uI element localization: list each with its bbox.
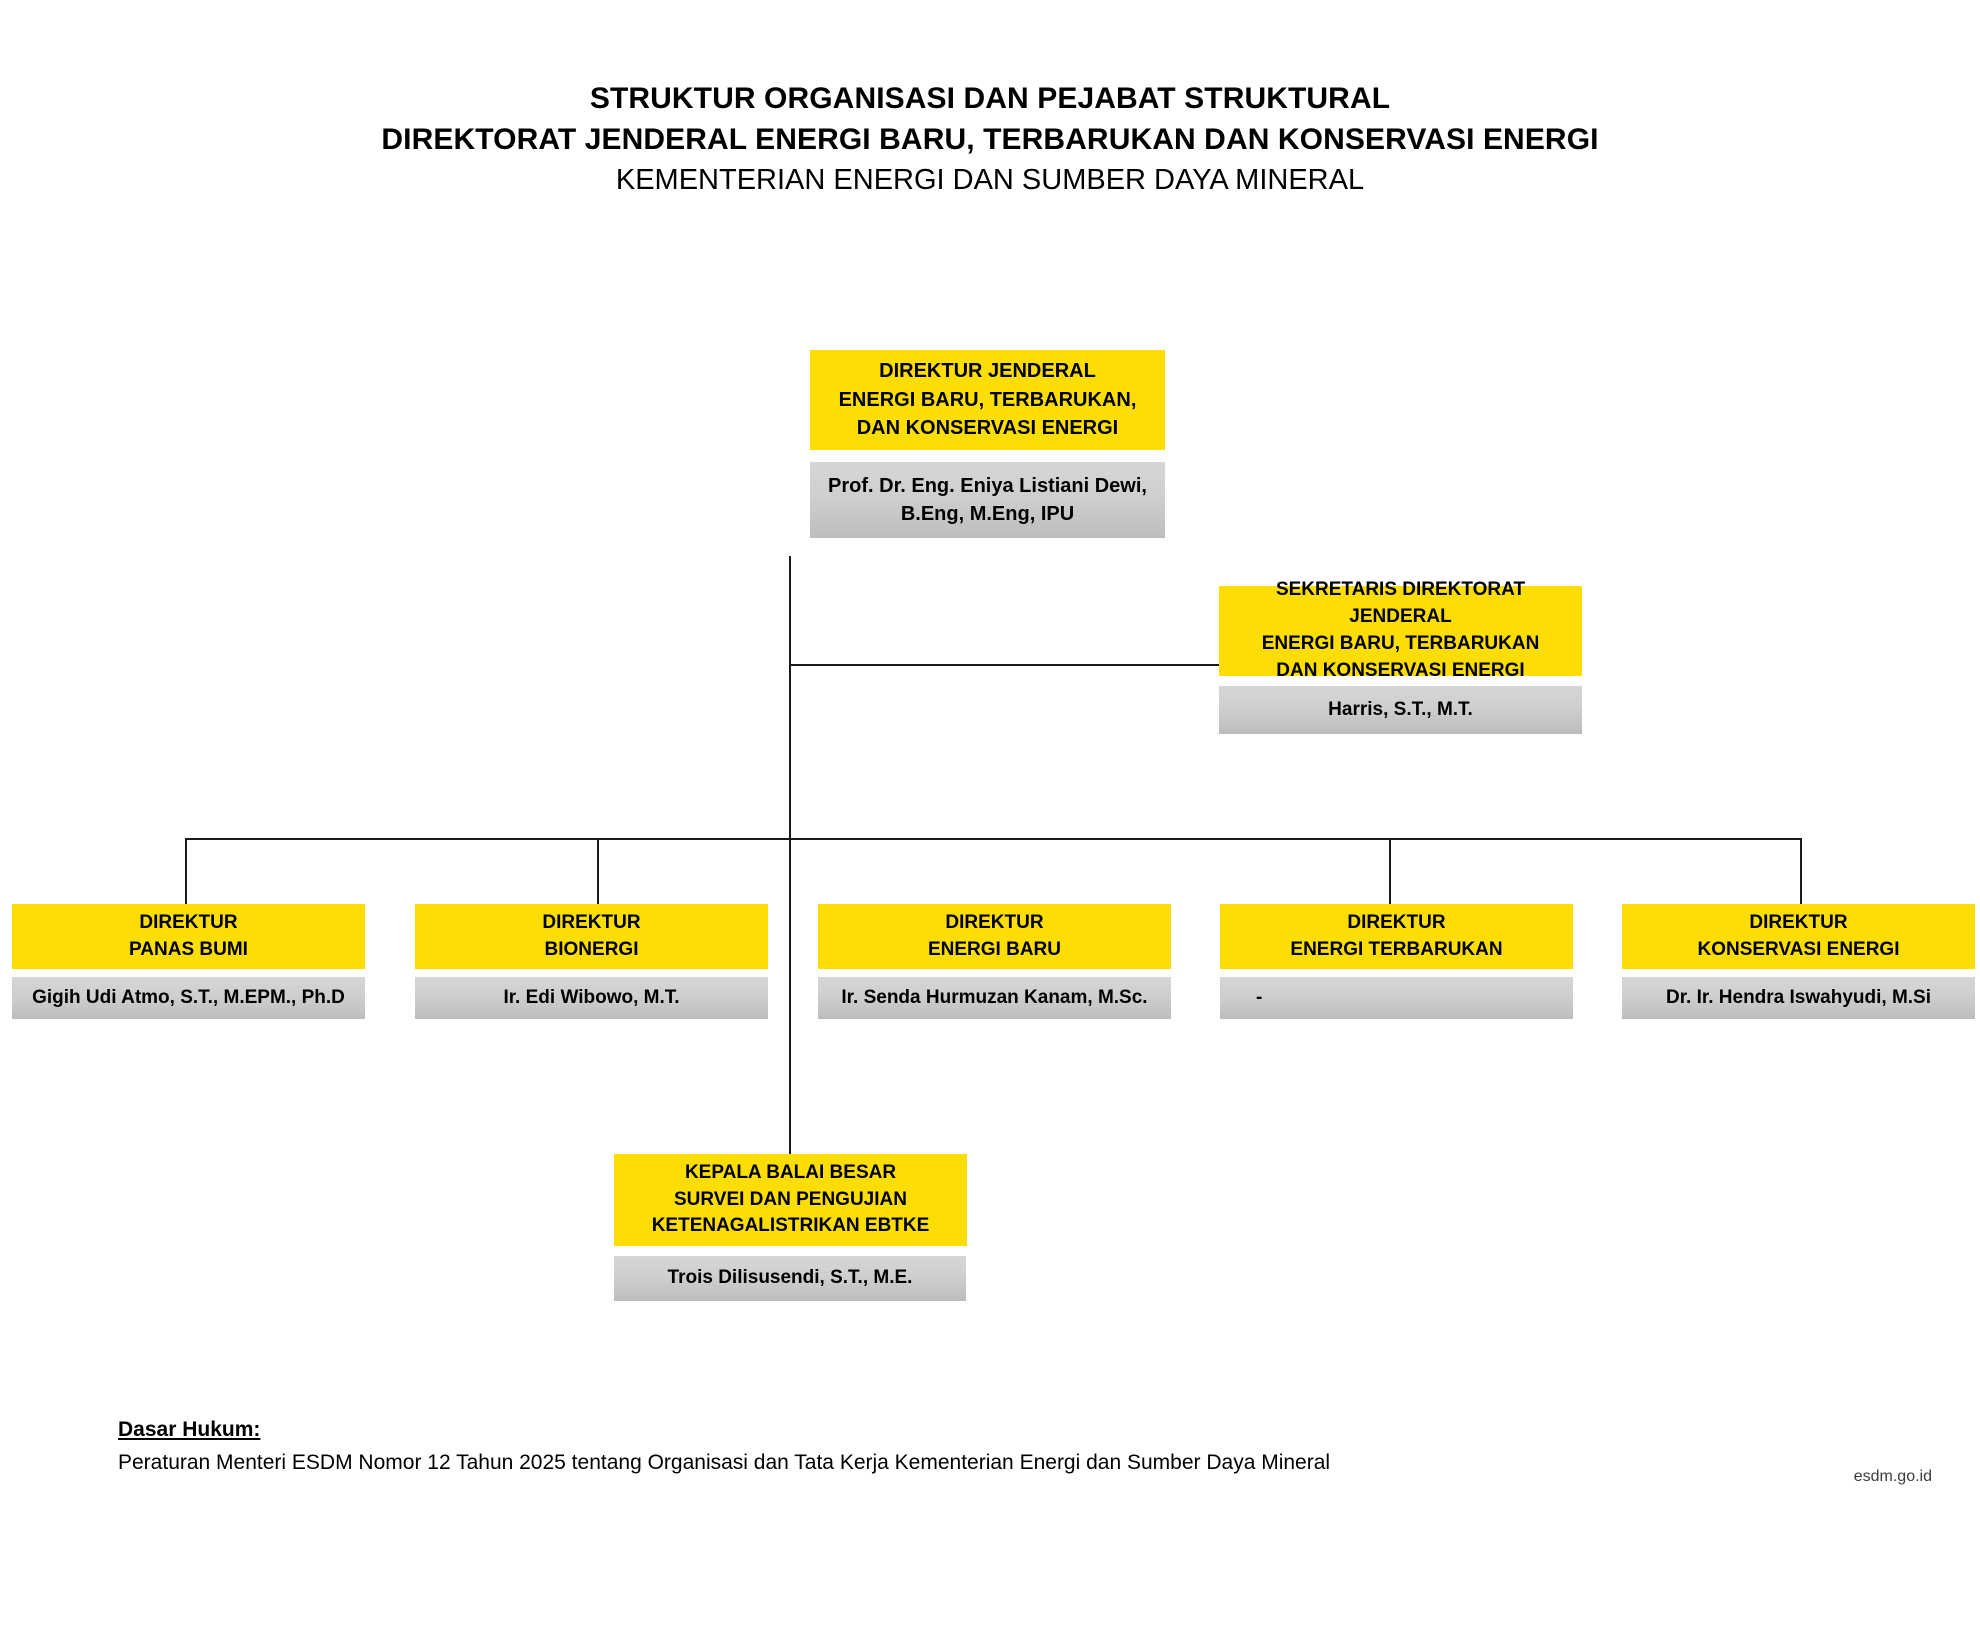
connector-drop-panas-bumi — [185, 838, 187, 904]
secretary-title-line-1: SEKRETARIS DIREKTORAT JENDERAL — [1275, 579, 1526, 628]
technical-unit-title-line-1: KEPALA BALAI BESAR — [684, 1161, 897, 1183]
directorate-panas-bumi-title-line-2: PANAS BUMI — [129, 938, 248, 960]
secretary-name-line-1: Harris, S.T., M.T. — [1328, 698, 1473, 720]
legal-basis-footer: Dasar Hukum: Peraturan Menteri ESDM Nomo… — [118, 1415, 1518, 1479]
connector-secretary-branch — [789, 664, 1219, 666]
directorate-konservasi-energi-title-line-1: DIREKTUR — [1749, 911, 1848, 933]
legal-basis-text: Peraturan Menteri ESDM Nomor 12 Tahun 20… — [118, 1451, 1331, 1474]
watermark: esdm.go.id — [1853, 1468, 1932, 1485]
secretary-title: SEKRETARIS DIREKTORAT JENDERAL ENERGI BA… — [1219, 579, 1582, 681]
directorate-bionergi-title-line-1: DIREKTUR — [542, 911, 641, 933]
directorate-energi-terbarukan-title-line-1: DIREKTUR — [1347, 911, 1446, 933]
page-title: STRUKTUR ORGANISASI DAN PEJABAT STRUKTUR… — [0, 78, 1980, 200]
directorate-energi-terbarukan-name-line-1: - — [1256, 986, 1263, 1008]
directorate-panas-bumi-name-line-1: Gigih Udi Atmo, S.T., M.EPM., Ph.D — [32, 986, 345, 1008]
title-line-3: KEMENTERIAN ENERGI DAN SUMBER DAYA MINER… — [615, 164, 1365, 196]
directorate-energi-baru-title: DIREKTUR ENERGI BARU — [818, 904, 1171, 969]
directorate-energi-terbarukan-title-line-2: ENERGI TERBARUKAN — [1290, 938, 1503, 960]
directorate-energi-baru-title-line-1: DIREKTUR — [945, 911, 1044, 933]
director-general-name: Prof. Dr. Eng. Eniya Listiani Dewi, B.En… — [810, 462, 1165, 538]
director-general-title-line-2: ENERGI BARU, TERBARUKAN, — [838, 388, 1137, 411]
director-general-title-line-3: DAN KONSERVASI ENERGI — [856, 417, 1119, 440]
secretary-name: Harris, S.T., M.T. — [1219, 686, 1582, 734]
node-directorate-bionergi[interactable]: DIREKTUR BIONERGI Ir. Edi Wibowo, M.T. — [415, 904, 768, 1019]
connector-dg-trunk — [789, 556, 791, 838]
directorate-energi-terbarukan-title: DIREKTUR ENERGI TERBARUKAN — [1220, 904, 1573, 969]
connector-technical-unit-trunk — [789, 838, 791, 1154]
node-secretary[interactable]: SEKRETARIS DIREKTORAT JENDERAL ENERGI BA… — [1219, 579, 1582, 734]
node-directorate-energi-baru[interactable]: DIREKTUR ENERGI BARU Ir. Senda Hurmuzan … — [818, 904, 1171, 1019]
directorate-bionergi-title: DIREKTUR BIONERGI — [415, 904, 768, 969]
secretary-title-line-3: DAN KONSERVASI ENERGI — [1276, 659, 1525, 681]
directorate-energi-baru-name: Ir. Senda Hurmuzan Kanam, M.Sc. — [818, 977, 1171, 1019]
director-general-name-line-2: B.Eng, M.Eng, IPU — [900, 503, 1075, 525]
node-directorate-energi-terbarukan[interactable]: DIREKTUR ENERGI TERBARUKAN - — [1220, 904, 1573, 1019]
directorate-panas-bumi-name: Gigih Udi Atmo, S.T., M.EPM., Ph.D — [12, 977, 365, 1019]
directorate-panas-bumi-title: DIREKTUR PANAS BUMI — [12, 904, 365, 969]
title-line-1: STRUKTUR ORGANISASI DAN PEJABAT STRUKTUR… — [589, 82, 1391, 115]
connector-drop-konservasi-energi — [1800, 838, 1802, 904]
directorate-konservasi-energi-title-line-2: KONSERVASI ENERGI — [1697, 938, 1900, 960]
directorate-bionergi-name: Ir. Edi Wibowo, M.T. — [415, 977, 768, 1019]
directorate-konservasi-energi-title: DIREKTUR KONSERVASI ENERGI — [1622, 904, 1975, 969]
technical-unit-title-line-3: KETENAGALISTRIKAN EBTKE — [651, 1215, 930, 1237]
legal-basis-heading: Dasar Hukum: — [118, 1418, 261, 1441]
directorate-bionergi-title-line-2: BIONERGI — [544, 938, 639, 960]
node-directorate-konservasi-energi[interactable]: DIREKTUR KONSERVASI ENERGI Dr. Ir. Hendr… — [1622, 904, 1975, 1019]
connector-main-bus — [185, 838, 1802, 840]
node-directorate-panas-bumi[interactable]: DIREKTUR PANAS BUMI Gigih Udi Atmo, S.T.… — [12, 904, 365, 1019]
connector-drop-energi-terbarukan — [1389, 838, 1391, 904]
directorate-energi-baru-name-line-1: Ir. Senda Hurmuzan Kanam, M.Sc. — [841, 986, 1148, 1008]
technical-unit-title: KEPALA BALAI BESAR SURVEI DAN PENGUJIAN … — [614, 1154, 967, 1246]
connector-drop-bionergi — [597, 838, 599, 904]
directorate-panas-bumi-title-line-1: DIREKTUR — [139, 911, 238, 933]
directorate-energi-baru-title-line-2: ENERGI BARU — [927, 938, 1061, 960]
director-general-name-line-1: Prof. Dr. Eng. Eniya Listiani Dewi, — [828, 474, 1147, 497]
title-line-2: DIREKTORAT JENDERAL ENERGI BARU, TERBARU… — [381, 123, 1599, 156]
directorate-konservasi-energi-name-line-1: Dr. Ir. Hendra Iswahyudi, M.Si — [1665, 986, 1932, 1008]
directorate-energi-terbarukan-name: - — [1220, 977, 1573, 1019]
directorate-bionergi-name-line-1: Ir. Edi Wibowo, M.T. — [503, 986, 680, 1008]
technical-unit-name-line-1: Trois Dilisusendi, S.T., M.E. — [667, 1267, 913, 1289]
node-technical-unit[interactable]: KEPALA BALAI BESAR SURVEI DAN PENGUJIAN … — [614, 1154, 967, 1301]
secretary-title-line-2: ENERGI BARU, TERBARUKAN — [1261, 633, 1540, 654]
director-general-title: DIREKTUR JENDERAL ENERGI BARU, TERBARUKA… — [810, 350, 1165, 450]
technical-unit-title-line-2: SURVEI DAN PENGUJIAN — [674, 1188, 907, 1210]
node-director-general[interactable]: DIREKTUR JENDERAL ENERGI BARU, TERBARUKA… — [810, 350, 1165, 538]
directorate-konservasi-energi-name: Dr. Ir. Hendra Iswahyudi, M.Si — [1622, 977, 1975, 1019]
technical-unit-name: Trois Dilisusendi, S.T., M.E. — [614, 1256, 966, 1301]
director-general-title-line-1: DIREKTUR JENDERAL — [879, 360, 1096, 383]
